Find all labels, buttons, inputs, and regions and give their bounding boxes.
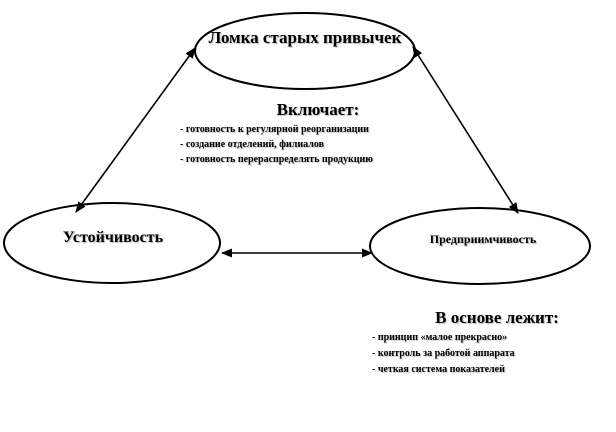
left-node-label: Устойчивость [62, 229, 164, 246]
arrow-top-right [412, 46, 519, 214]
arrow-top-left [75, 47, 196, 213]
basis-item: - принцип «малое прекрасно» [372, 332, 508, 343]
includes-item: - готовность перераспределять продукцию [180, 154, 373, 165]
right-node-label: Предприимчивость [429, 232, 537, 246]
includes-title: Включает: [276, 100, 360, 119]
top-node-ellipse [194, 12, 416, 90]
basis-block: В основе лежит: - принцип «малое прекрас… [372, 308, 592, 380]
basis-title: В основе лежит: [435, 308, 559, 327]
top-node-label: Ломка старых привычек [208, 28, 402, 47]
includes-block: Включает: - готовность к регулярной реор… [180, 100, 416, 166]
basis-item: - четкая система показателей [372, 364, 505, 375]
basis-item: - контроль за работой аппарата [372, 348, 515, 359]
includes-item: - готовность к регулярной реорганизации [180, 124, 369, 135]
includes-item: - создание отделений, филиалов [180, 139, 325, 150]
